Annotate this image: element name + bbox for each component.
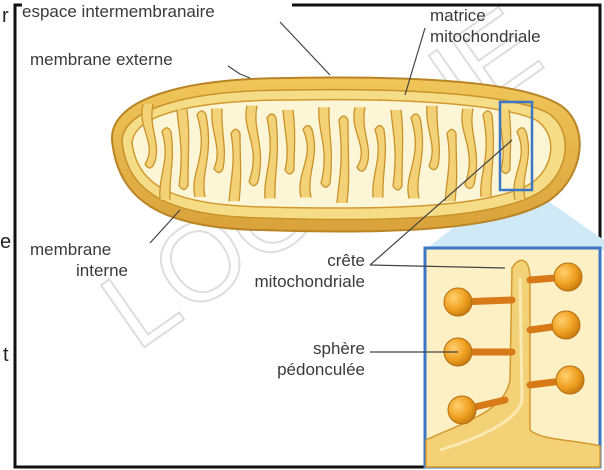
margin-glyph-top: r (2, 6, 9, 26)
label-crista-line2: mitochondriale (200, 272, 365, 291)
label-inner-membrane-line1: membrane (30, 240, 111, 259)
label-matrix-line1: matrice (430, 6, 486, 25)
leader-intermembrane (280, 22, 330, 75)
label-crista-line1: crête (255, 251, 365, 270)
label-sphere-line1: sphère (255, 339, 365, 358)
leader-outer-membrane (228, 66, 250, 78)
margin-glyph-middle: e (0, 232, 11, 252)
label-intermembrane-space: espace intermembranaire (22, 2, 292, 21)
atp-synthase-sphere (444, 288, 472, 316)
atp-synthase-sphere (448, 396, 476, 424)
label-inner-membrane-line2: interne (76, 261, 128, 280)
atp-synthase-sphere (554, 263, 582, 291)
mitochondrion (112, 78, 580, 232)
zoom-panel (425, 248, 600, 467)
atp-synthase-sphere (552, 311, 580, 339)
atp-synthase-sphere (556, 366, 584, 394)
label-matrix-line2: mitochondriale (430, 27, 541, 46)
label-sphere-line2: pédonculée (225, 360, 365, 379)
label-outer-membrane: membrane externe (30, 50, 173, 69)
margin-glyph-lower: t (3, 345, 9, 365)
